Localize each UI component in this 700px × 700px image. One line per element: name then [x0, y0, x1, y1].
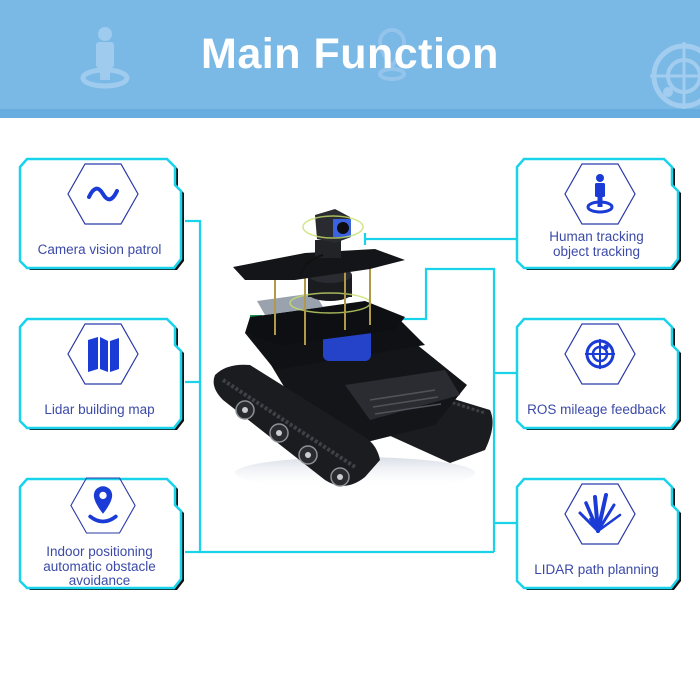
card-frame: [18, 317, 184, 430]
feature-card-lidar-building-map: Lidar building map: [15, 315, 190, 433]
person-target-icon: [80, 27, 130, 89]
feature-label: LIDAR path planning: [534, 562, 659, 577]
lidar-rays-icon: [563, 483, 636, 545]
header-banner: Main Function: [0, 0, 700, 109]
feature-card-ros-mileage-feedback: ROS mileage feedback: [512, 315, 687, 433]
feature-card-human-tracking: Human tracking object tracking: [512, 155, 687, 273]
location-pin-icon: [69, 477, 136, 534]
robot-car-image: [213, 209, 493, 489]
card-frame: [18, 157, 184, 270]
map-icon: [66, 323, 139, 385]
card-frame: [515, 317, 681, 430]
feature-label: Human tracking object tracking: [549, 229, 644, 259]
card-frame: [515, 157, 681, 270]
radar-icon: [563, 323, 636, 385]
feature-label: ROS mileage feedback: [527, 402, 666, 417]
feature-card-indoor-positioning: Indoor positioning automatic obstacle av…: [15, 475, 190, 593]
wave-icon: [66, 163, 139, 225]
feature-label: Indoor positioning automatic obstacle av…: [43, 544, 156, 588]
feature-label: Lidar building map: [44, 402, 155, 417]
feature-card-lidar-path-planning: LIDAR path planning: [512, 475, 687, 593]
feature-label: Camera vision patrol: [37, 242, 162, 257]
header-strip: [0, 109, 700, 118]
feature-card-camera-vision-patrol: Camera vision patrol: [15, 155, 190, 273]
person-target-icon: [563, 163, 636, 225]
location-pin-icon: [377, 27, 407, 81]
page-title: Main Function: [201, 30, 499, 78]
radar-icon: [650, 42, 700, 109]
card-frame: [515, 477, 681, 590]
